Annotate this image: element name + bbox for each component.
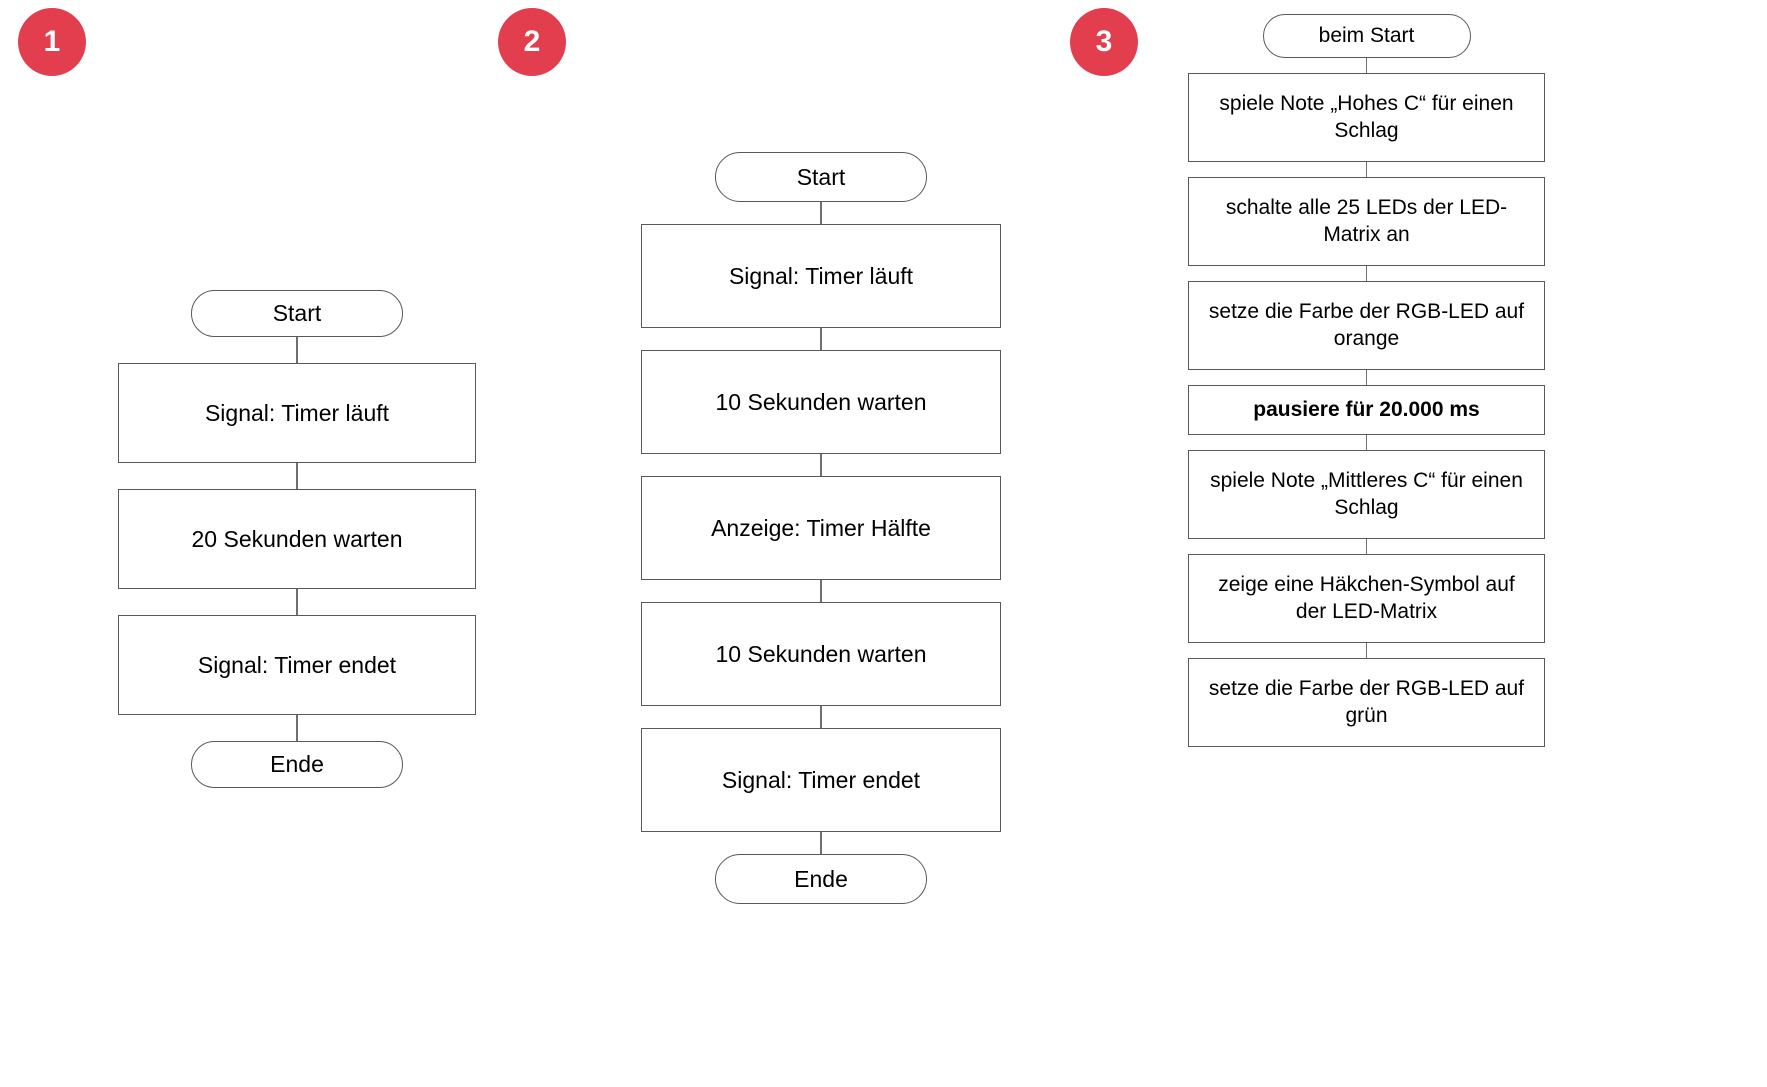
flow-connector	[820, 328, 822, 350]
flow-terminator: beim Start	[1262, 14, 1471, 58]
flow-connector	[820, 454, 822, 476]
step-badge-3: 3	[1070, 8, 1138, 76]
flow-connector	[296, 589, 298, 615]
flow-process-node: Anzeige: Timer Hälfte	[641, 476, 1001, 580]
flow-connector	[820, 706, 822, 728]
flow-process-node: 10 Sekunden warten	[641, 602, 1001, 706]
flow-process-node: Signal: Timer läuft	[641, 224, 1001, 328]
flow-process-node: pausiere für 20.000 ms	[1188, 385, 1545, 435]
flow-process-node: spiele Note „Hohes C“ für einen Schlag	[1188, 73, 1545, 162]
flow-connector	[1365, 435, 1368, 450]
flow-process-node: schalte alle 25 LEDs der LED-Matrix an	[1188, 177, 1545, 266]
flow-connector	[1365, 539, 1368, 554]
flow-connector	[1365, 58, 1368, 73]
flow-connector	[820, 832, 822, 854]
flow-terminator: Start	[715, 152, 927, 202]
flow-connector	[296, 715, 298, 741]
flow-connector	[1365, 643, 1368, 658]
flow-process-node: Signal: Timer endet	[118, 615, 476, 715]
flow-process-node: setze die Farbe der RGB-LED auf grün	[1188, 658, 1545, 747]
flow-terminator: Ende	[715, 854, 927, 904]
flow-connector	[1365, 370, 1368, 385]
flow-process-node: zeige eine Häkchen-Symbol auf der LED-Ma…	[1188, 554, 1545, 643]
flow-connector	[820, 580, 822, 602]
step-badge-2: 2	[498, 8, 566, 76]
flow-connector	[296, 337, 298, 363]
flow-connector	[296, 463, 298, 489]
flow-connector	[1365, 162, 1368, 177]
flow-terminator: Start	[191, 290, 403, 337]
flow-connector	[1365, 266, 1368, 281]
flow-connector	[820, 202, 822, 224]
flow-process-node: Signal: Timer endet	[641, 728, 1001, 832]
flow-process-node: spiele Note „Mittleres C“ für einen Schl…	[1188, 450, 1545, 539]
flow-process-node: setze die Farbe der RGB-LED auf orange	[1188, 281, 1545, 370]
flowchart-column-3: beim Start spiele Note „Hohes C“ für eine…	[1188, 14, 1545, 747]
flow-process-node: 10 Sekunden warten	[641, 350, 1001, 454]
flow-terminator: Ende	[191, 741, 403, 788]
flow-process-node: Signal: Timer läuft	[118, 363, 476, 463]
flow-process-node: 20 Sekunden warten	[118, 489, 476, 589]
step-badge-1: 1	[18, 8, 86, 76]
